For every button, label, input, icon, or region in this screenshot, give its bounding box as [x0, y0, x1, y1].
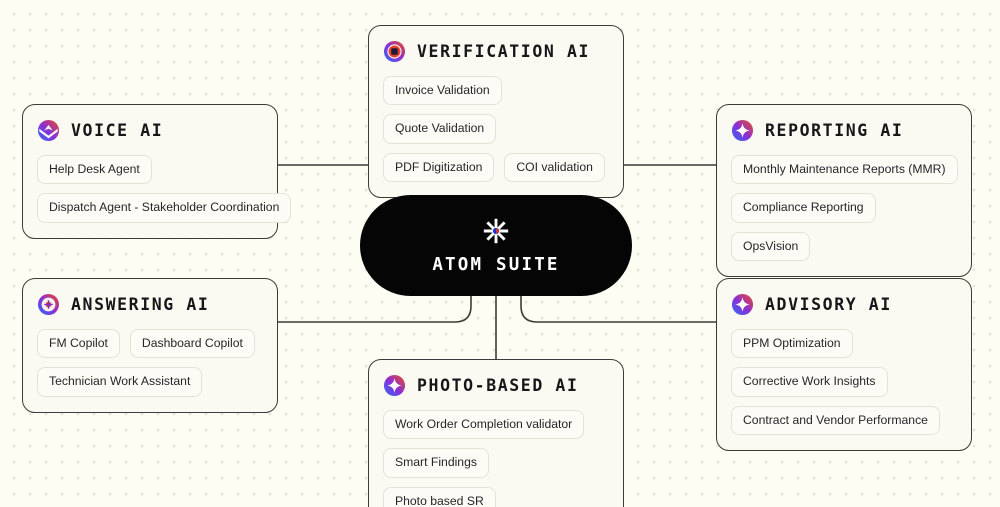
chip-item[interactable]: Work Order Completion validator — [383, 410, 585, 440]
panel-voice-ai[interactable]: VOICE AI Help Desk Agent Dispatch Agent … — [22, 104, 292, 239]
verification-square-badge-icon — [383, 40, 406, 63]
photo-sparkle-badge-icon — [383, 374, 406, 397]
chip-list: Help Desk Agent Dispatch Agent - Stakeho… — [37, 155, 292, 223]
panel-header: VOICE AI — [37, 119, 263, 142]
panel-header: ANSWERING AI — [37, 293, 263, 316]
connector-answering-hub — [278, 293, 472, 323]
chip-list: FM Copilot Dashboard Copilot Technician … — [37, 329, 263, 397]
chip-item[interactable]: Corrective Work Insights — [731, 367, 888, 397]
panel-header: REPORTING AI — [731, 119, 957, 142]
chip-item[interactable]: FM Copilot — [37, 329, 120, 359]
panel-title: REPORTING AI — [765, 121, 904, 140]
chip-item[interactable]: OpsVision — [731, 231, 811, 262]
hub-label: ATOM SUITE — [432, 255, 560, 275]
chip-item[interactable]: Quote Validation — [383, 114, 497, 144]
connector-advisory-hub — [520, 293, 716, 323]
advisory-sparkle-badge-icon — [731, 293, 754, 316]
panel-title: VERIFICATION AI — [417, 42, 591, 61]
panel-title: PHOTO-BASED AI — [417, 376, 579, 395]
chip-list: Work Order Completion validator Smart Fi… — [383, 410, 609, 507]
panel-header: PHOTO-BASED AI — [383, 374, 609, 397]
chip-item[interactable]: Monthly Maintenance Reports (MMR) — [731, 155, 958, 185]
atom-suite-hub[interactable]: ATOM SUITE — [360, 195, 632, 296]
chip-item[interactable]: Smart Findings — [383, 448, 489, 478]
chip-item[interactable]: Photo based SR — [383, 486, 496, 507]
chip-item[interactable]: Contract and Vendor Performance — [731, 405, 940, 436]
panel-photo-based-ai[interactable]: PHOTO-BASED AI Work Order Completion val… — [368, 359, 624, 507]
chip-list: Invoice Validation Quote Validation PDF … — [383, 76, 609, 183]
chip-item[interactable]: Dashboard Copilot — [129, 329, 255, 359]
chip-item[interactable]: Compliance Reporting — [731, 193, 876, 223]
panel-answering-ai[interactable]: ANSWERING AI FM Copilot Dashboard Copilo… — [22, 278, 278, 413]
panel-verification-ai[interactable]: VERIFICATION AI Invoice Validation Quote… — [368, 25, 624, 199]
panel-header: ADVISORY AI — [731, 293, 957, 316]
reporting-sparkle-badge-icon — [731, 119, 754, 142]
chip-item[interactable]: PDF Digitization — [383, 152, 495, 183]
chip-item[interactable]: Dispatch Agent - Stakeholder Coordinatio… — [37, 193, 292, 223]
panel-advisory-ai[interactable]: ADVISORY AI PPM Optimization Corrective … — [716, 278, 972, 452]
chip-item[interactable]: Technician Work Assistant — [37, 367, 203, 397]
panel-title: ANSWERING AI — [71, 295, 210, 314]
chip-list: PPM Optimization Corrective Work Insight… — [731, 329, 957, 436]
answering-target-badge-icon — [37, 293, 60, 316]
chip-item[interactable]: Help Desk Agent — [37, 155, 152, 185]
panel-header: VERIFICATION AI — [383, 40, 609, 63]
panel-title: ADVISORY AI — [765, 295, 892, 314]
panel-title: VOICE AI — [71, 121, 164, 140]
chip-item[interactable]: Invoice Validation — [383, 76, 502, 106]
panel-reporting-ai[interactable]: REPORTING AI Monthly Maintenance Reports… — [716, 104, 972, 278]
atom-sparkle-icon — [483, 218, 509, 244]
chip-item[interactable]: COI validation — [504, 152, 605, 183]
voice-wave-badge-icon — [37, 119, 60, 142]
chip-list: Monthly Maintenance Reports (MMR) Compli… — [731, 155, 958, 262]
chip-item[interactable]: PPM Optimization — [731, 329, 853, 359]
